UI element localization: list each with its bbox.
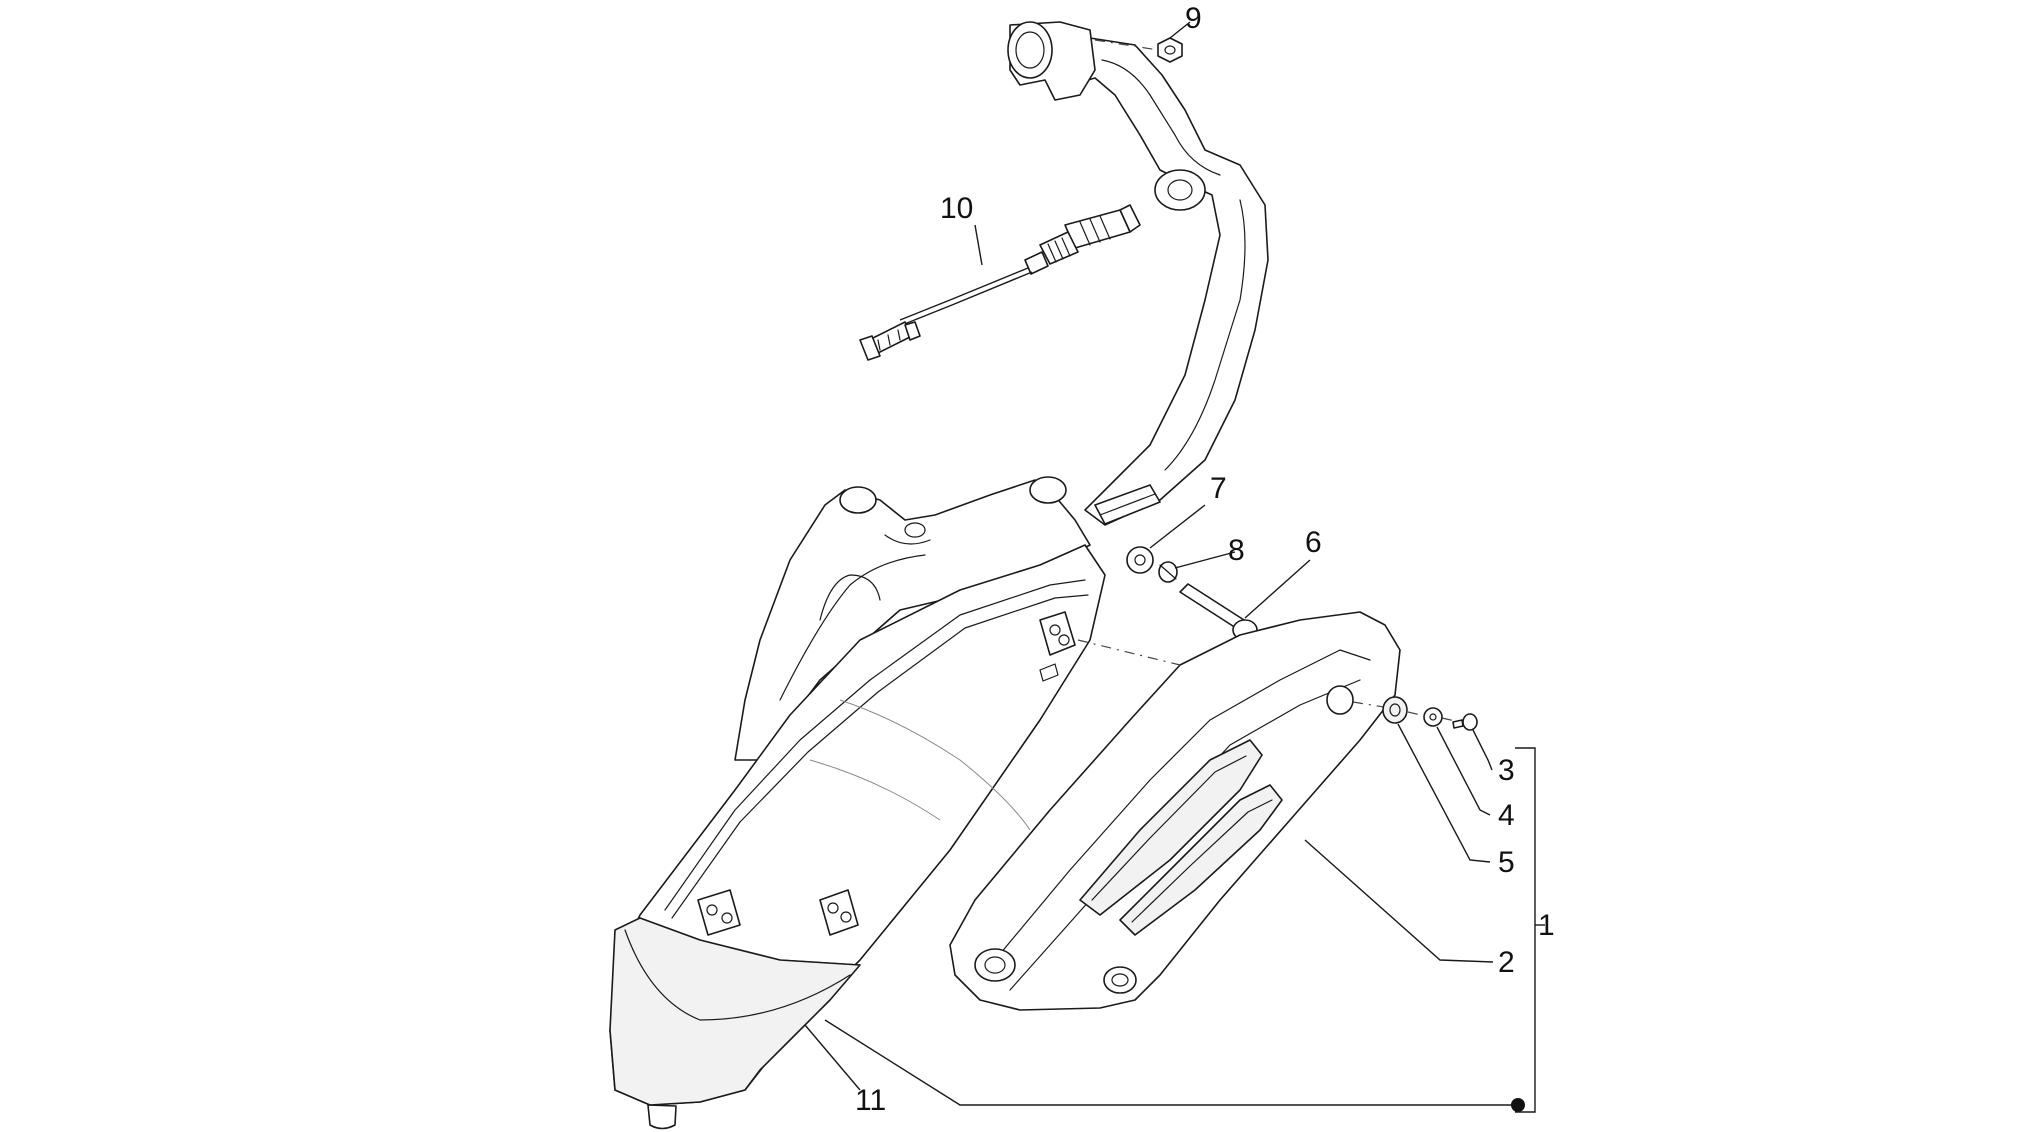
leader-line-2	[1304, 839, 1494, 963]
heat-shield	[949, 611, 1401, 1011]
callout-3: 3	[1498, 754, 1515, 787]
can-bracket-tab	[819, 889, 859, 936]
exhaust-pipe	[1067, 37, 1269, 526]
assembly-line	[1077, 639, 1181, 666]
flat-washer	[1423, 707, 1443, 727]
assembly-line	[1407, 711, 1426, 717]
group-bracket	[1515, 747, 1536, 1113]
bolt	[1179, 583, 1258, 641]
spring-washer	[1158, 561, 1178, 583]
exhaust-flange	[1007, 21, 1096, 101]
callout-8: 8	[1228, 534, 1245, 567]
can-bracket-tab	[1039, 611, 1076, 656]
callout-11: 11	[855, 1084, 886, 1117]
screw	[1452, 713, 1478, 731]
leader-line-6	[1244, 559, 1311, 619]
leader-line-9	[1169, 21, 1191, 39]
silencer-body	[609, 476, 1106, 1130]
callout-7: 7	[1210, 472, 1227, 505]
callout-5: 5	[1498, 846, 1515, 879]
assembly-line	[1441, 717, 1456, 722]
can-bracket-tab	[697, 889, 741, 936]
leader-line-10	[974, 224, 983, 266]
lambda-sensor	[859, 204, 1141, 361]
leader-line-1	[824, 1019, 1518, 1106]
washer	[1126, 546, 1154, 574]
callout-6: 6	[1305, 526, 1322, 559]
callout-4: 4	[1498, 799, 1515, 832]
callout-2: 2	[1498, 946, 1515, 979]
nut	[1157, 37, 1183, 63]
callout-10: 10	[940, 192, 973, 225]
callout-9: 9	[1185, 2, 1202, 35]
assembly-line	[1094, 39, 1159, 51]
callout-1: 1	[1538, 909, 1555, 942]
leader-line-5	[1397, 723, 1491, 863]
rubber-grommet	[1382, 696, 1408, 724]
leader-line-8	[1174, 551, 1236, 569]
leader-line-11	[804, 1024, 861, 1091]
reference-dot	[1511, 1098, 1525, 1112]
leader-line-7	[1149, 504, 1206, 549]
leader-line-3	[1472, 729, 1493, 771]
leader-line-4	[1436, 726, 1491, 816]
